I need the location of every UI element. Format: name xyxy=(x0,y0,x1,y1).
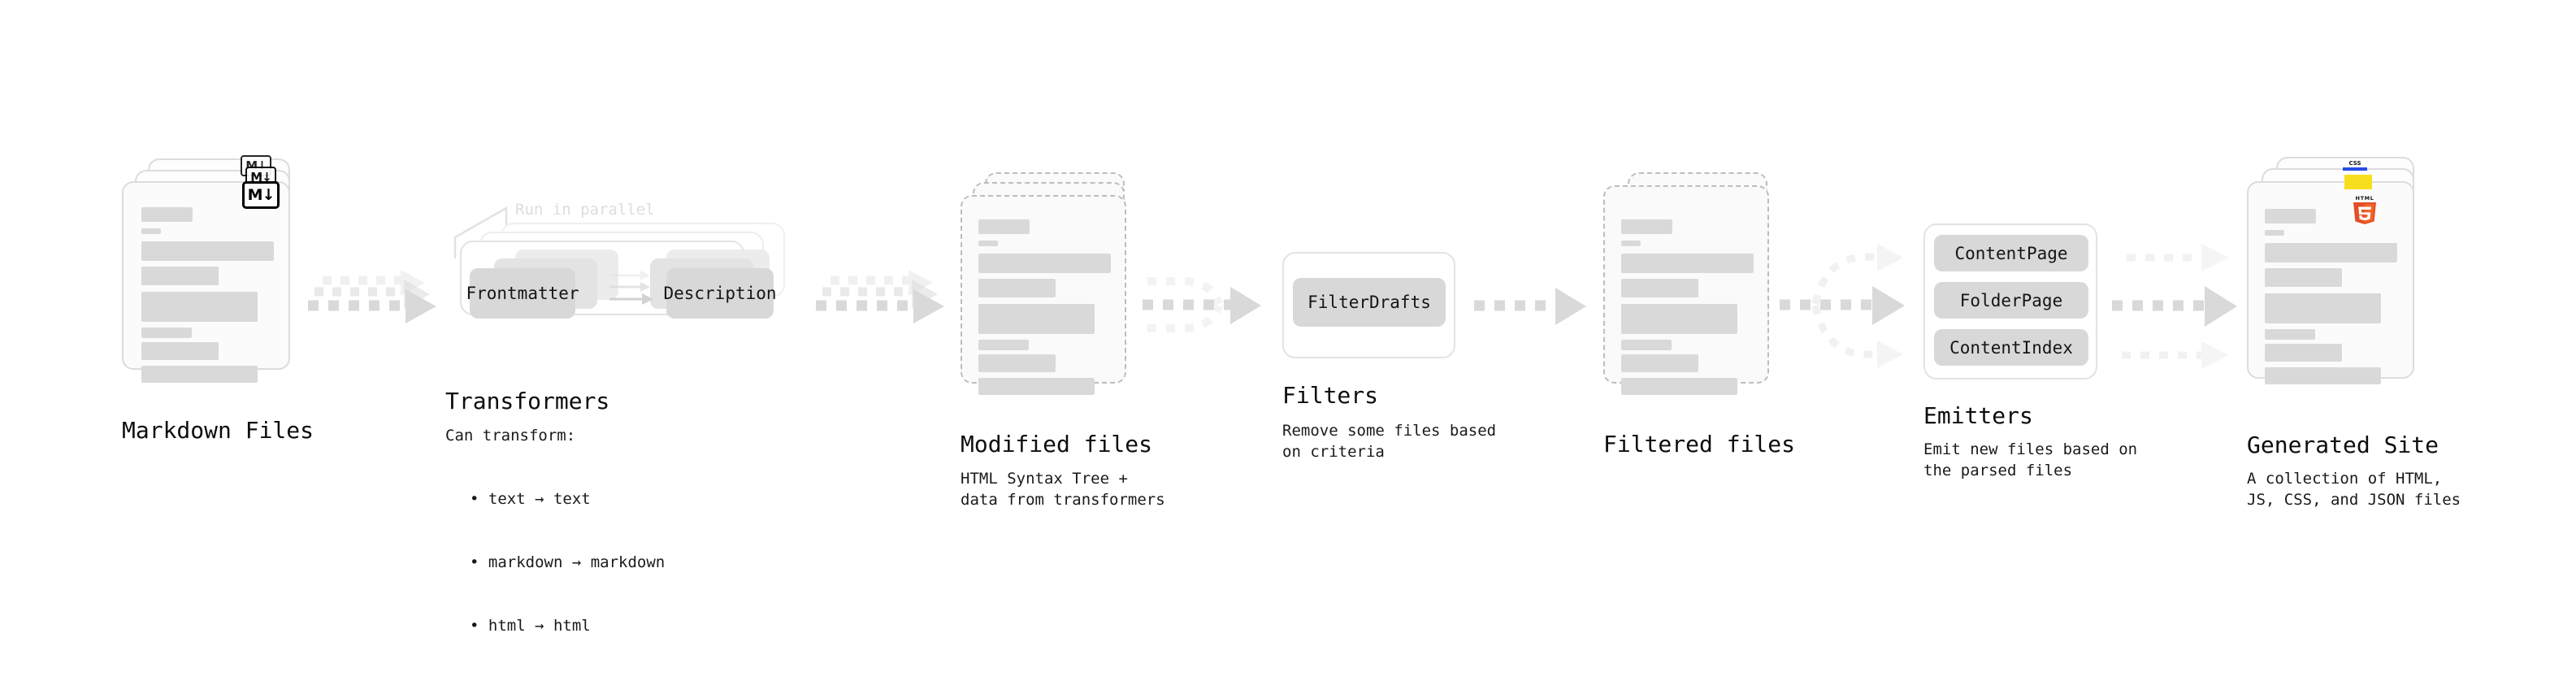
stage-markdown-files: M↓ M↓ M↓ Markdown Files xyxy=(122,155,314,444)
sub-generated-site: A collection of HTML, JS, CSS, and JSON … xyxy=(2247,470,2461,509)
css-icon: CSS xyxy=(2343,160,2367,171)
filtered-card-front xyxy=(1603,185,1769,395)
arrow-filters-to-filtered xyxy=(1474,288,1586,325)
caption-emitters: Emitters xyxy=(1923,402,2033,429)
arrow-filtered-to-emitters xyxy=(1780,244,1905,368)
filtered-card-stack xyxy=(1603,172,1778,395)
sub-modified-files: HTML Syntax Tree + data from transformer… xyxy=(961,470,1165,509)
stage-filtered-files: Filtered files xyxy=(1603,172,1795,458)
arrow-transformers-to-modified xyxy=(816,270,944,323)
markdown-card-stack: M↓ M↓ M↓ xyxy=(122,155,297,383)
stage-generated-site: CSS HTML Generated Site A collection of … xyxy=(2247,157,2461,509)
chip-contentpage[interactable]: ContentPage xyxy=(1934,235,2088,271)
markdown-icon: M↓ xyxy=(242,181,280,209)
js-icon xyxy=(2344,175,2372,189)
label-run-in-parallel: Run in parallel xyxy=(515,201,655,219)
svg-text:HTML: HTML xyxy=(2356,195,2374,202)
site-card-front xyxy=(2247,181,2414,384)
bullet-text: • text → text xyxy=(470,490,591,508)
chip-description[interactable]: Description xyxy=(663,268,777,319)
caption-generated-site: Generated Site xyxy=(2247,432,2439,458)
caption-markdown-files: Markdown Files xyxy=(122,417,314,444)
stage-modified-files: Modified files HTML Syntax Tree + data f… xyxy=(961,172,1165,509)
html5-icon: HTML xyxy=(2351,193,2379,226)
caption-filtered-files: Filtered files xyxy=(1603,431,1796,458)
chip-folderpage[interactable]: FolderPage xyxy=(1934,282,2088,319)
transformers-bullets: • text → text • markdown → markdown • ht… xyxy=(457,446,665,679)
sub-filters: Remove some files based on criteria xyxy=(1282,422,1497,461)
css-icon-label: CSS xyxy=(2348,160,2361,167)
caption-transformers: Transformers xyxy=(445,388,610,414)
arrow-markdown-to-transformers xyxy=(308,270,436,323)
arrow-modified-to-filters xyxy=(1143,277,1261,332)
chip-frontmatter[interactable]: Frontmatter xyxy=(466,268,579,319)
caption-filters: Filters xyxy=(1282,382,1379,409)
markdown-card-front xyxy=(122,181,290,383)
bullet-html: • html → html xyxy=(470,617,591,635)
modified-card-front xyxy=(961,195,1126,395)
arrow-emitters-to-site xyxy=(2112,244,2237,369)
modified-card-stack xyxy=(961,172,1135,395)
transformer-inner-arrows xyxy=(609,271,653,305)
caption-modified-files: Modified files xyxy=(961,431,1153,458)
sub-emitters: Emit new files based on the parsed files xyxy=(1923,440,2138,479)
bullet-markdown: • markdown → markdown xyxy=(470,553,666,571)
chip-contentindex[interactable]: ContentIndex xyxy=(1934,329,2088,366)
sub-transformers: Can transform: xyxy=(445,427,576,445)
chip-filterdrafts[interactable]: FilterDrafts xyxy=(1293,278,1446,327)
site-card-stack: CSS HTML xyxy=(2247,157,2434,384)
run-in-parallel-bracket xyxy=(453,206,508,258)
